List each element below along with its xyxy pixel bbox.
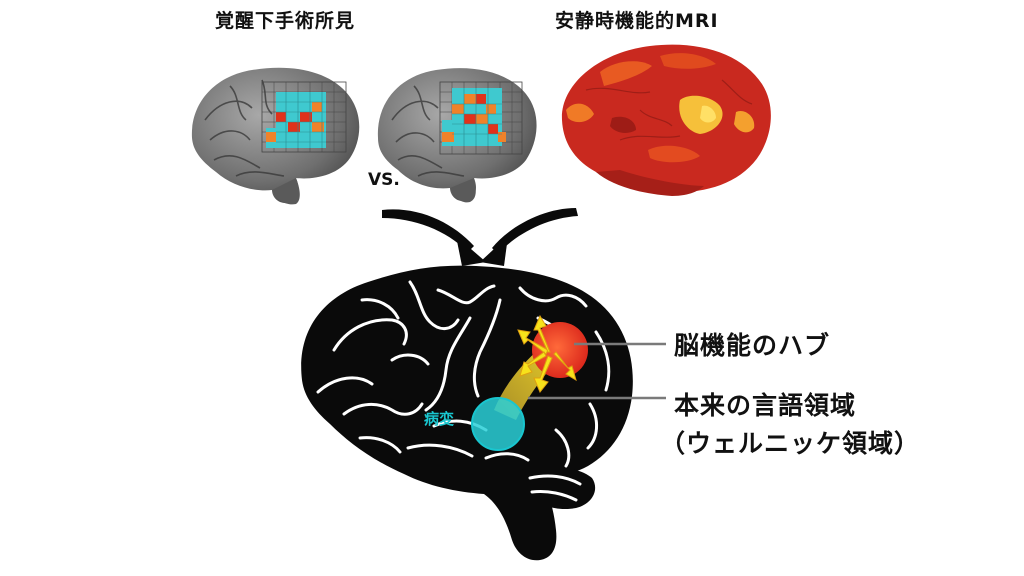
wernicke-area-label: （ウェルニッケ領域） bbox=[660, 429, 921, 458]
awake-surgery-brain-middle bbox=[377, 68, 537, 203]
awake-surgery-brain-left bbox=[191, 67, 360, 205]
vs-label: VS. bbox=[368, 170, 400, 190]
brain-silhouette bbox=[301, 265, 633, 561]
resting-state-fmri-title: 安静時機能的MRI bbox=[555, 10, 719, 32]
electrode-grid-left bbox=[261, 81, 347, 153]
resting-state-fmri-brain bbox=[561, 44, 771, 196]
original-language-area-label: 本来の言語領域 bbox=[674, 391, 857, 420]
brain-function-hub-label: 脳機能のハブ bbox=[674, 331, 831, 360]
hub-arrows bbox=[517, 314, 577, 393]
lesion-label: 病変 bbox=[424, 410, 455, 428]
lesion-circle bbox=[471, 397, 525, 451]
awake-surgery-findings-title: 覚醒下手術所見 bbox=[215, 10, 356, 32]
converging-arrows bbox=[382, 208, 578, 266]
electrode-grid-middle bbox=[439, 81, 523, 155]
